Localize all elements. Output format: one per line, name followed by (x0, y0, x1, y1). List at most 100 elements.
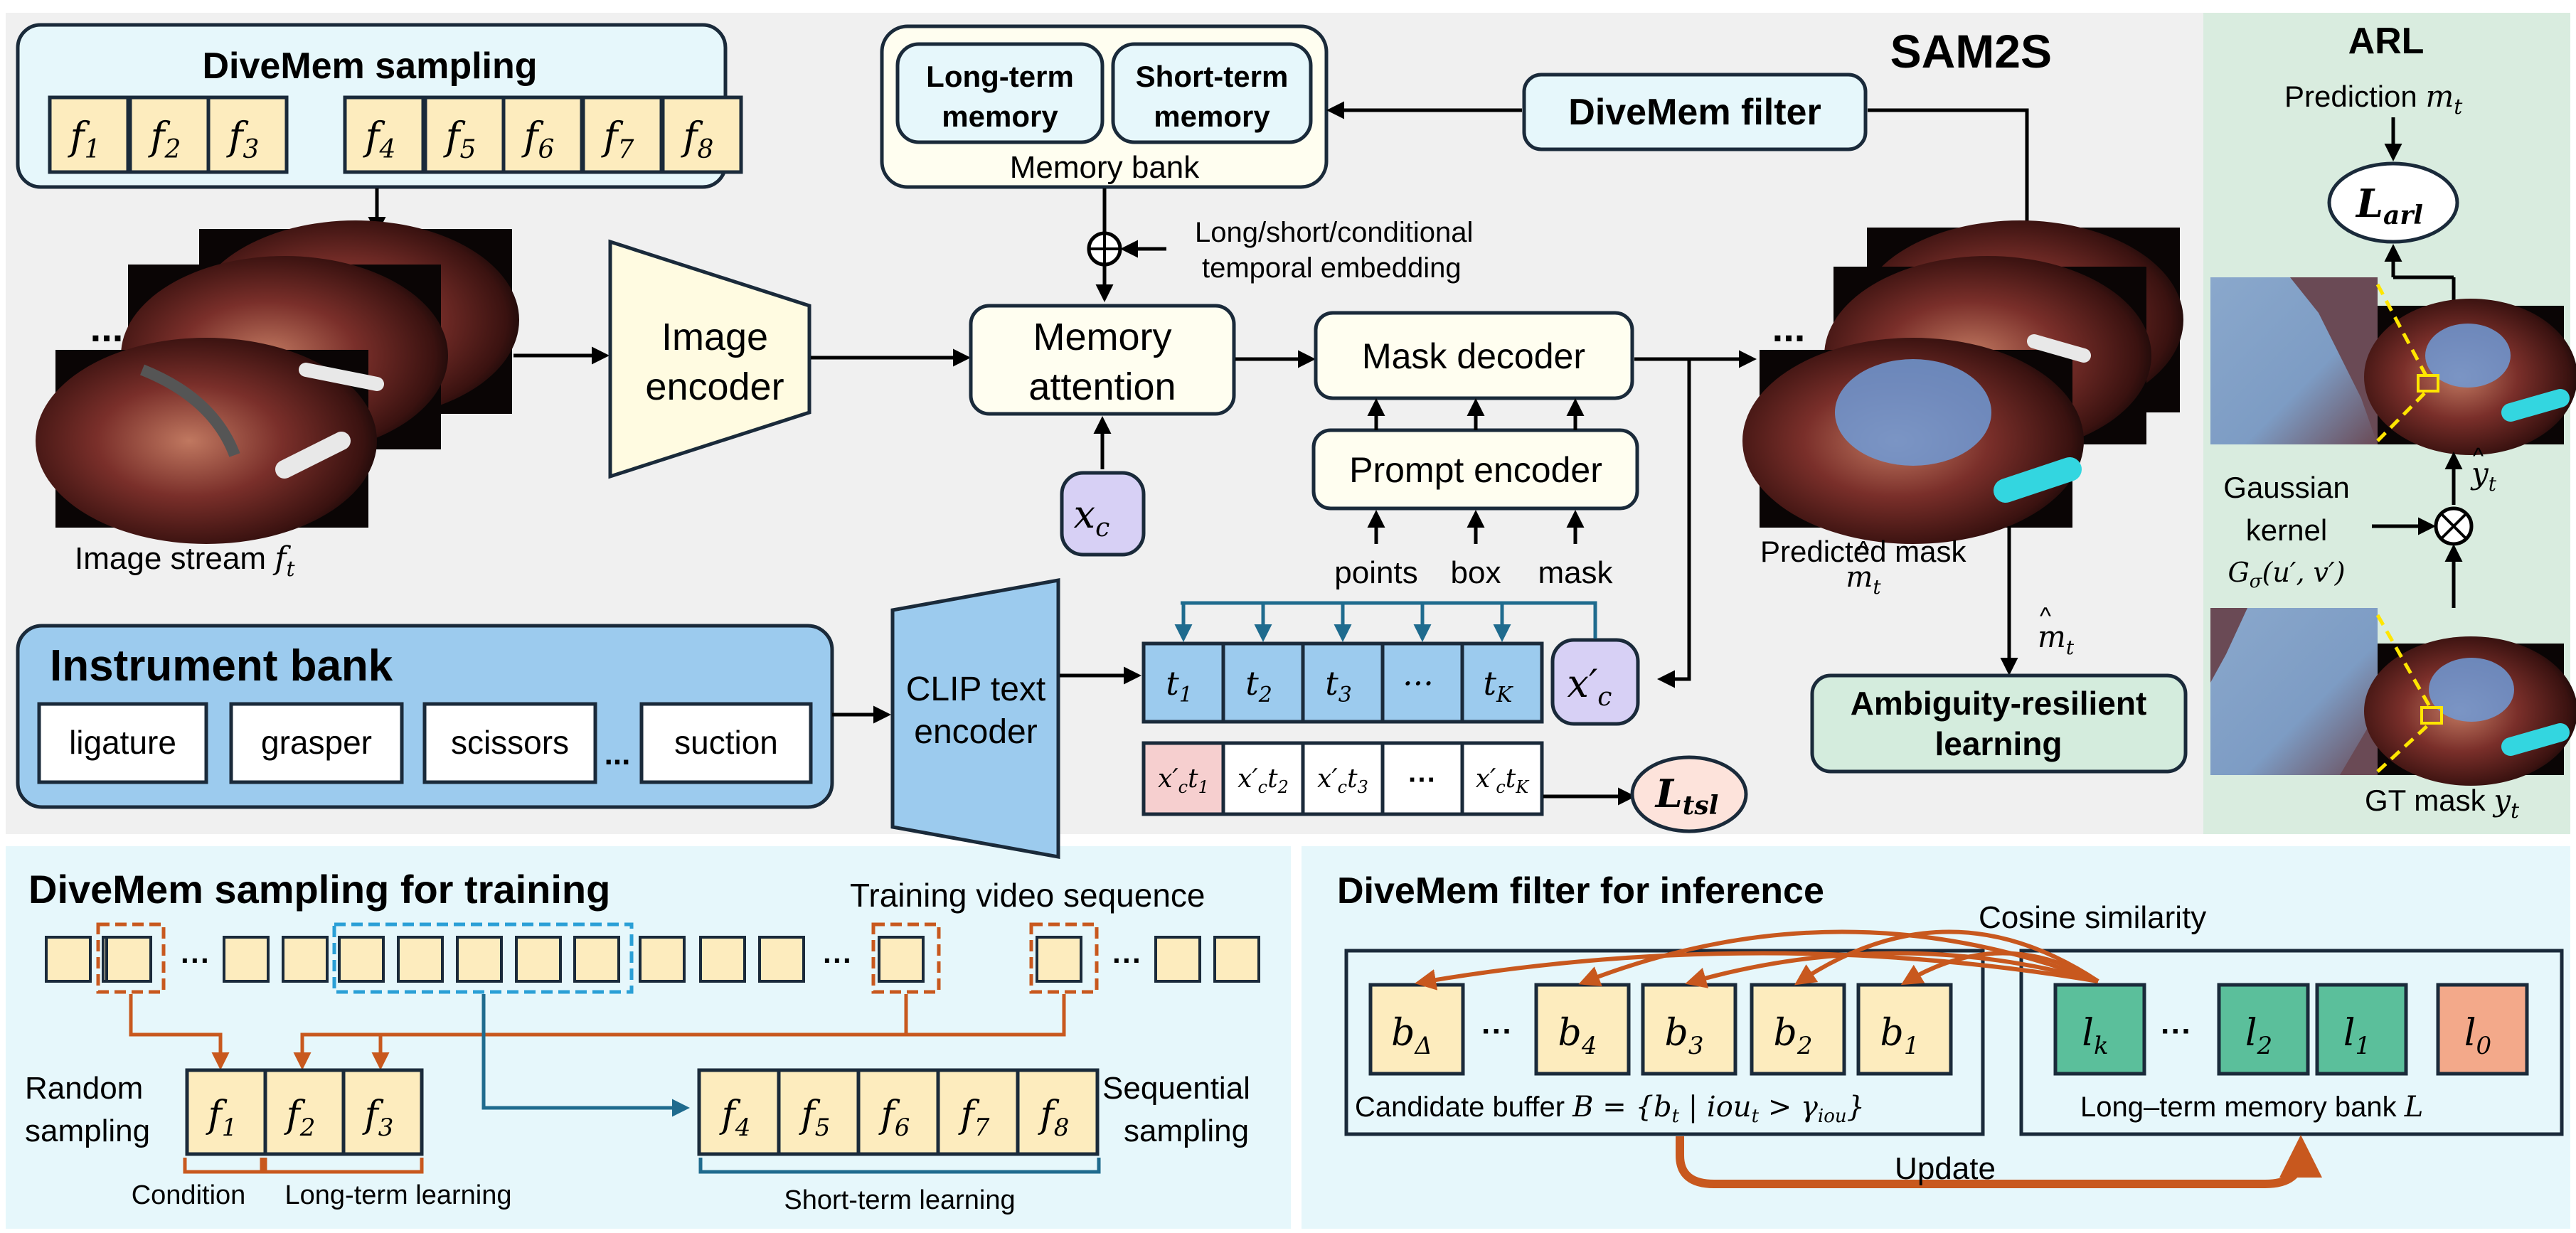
training-frame (341, 1068, 424, 1156)
memory-dots: ··· (2161, 1014, 2192, 1049)
sequence-frame (1036, 936, 1082, 983)
long-term-label-2: memory (942, 100, 1058, 133)
random-select-1 (96, 922, 166, 994)
sampling-frame-label: f4 (363, 114, 396, 164)
divemem-sampling-title: DiveMem sampling (202, 46, 537, 87)
cosine-arc (1415, 951, 2099, 991)
similarity-token-label: ··· (1408, 764, 1437, 796)
prompt-points: points (1334, 555, 1417, 590)
candidate-label: bΔ (1391, 1012, 1432, 1060)
candidate-box (1856, 983, 1953, 1076)
instrument-label: scissors (451, 724, 569, 761)
memory-label: l0 (2464, 1012, 2491, 1060)
sequence-frame (1213, 936, 1260, 983)
seq-dots-3: ··· (1112, 944, 1142, 977)
candidate-label: b4 (1558, 1012, 1597, 1060)
sequence-frame (573, 936, 620, 983)
training-sequence-label: Training video sequence (850, 877, 1205, 914)
cosine-arcs (1415, 929, 2099, 991)
sequence-frame (338, 936, 385, 983)
memory-bank-label: Memory bank (1010, 150, 1201, 185)
sequence-frame (397, 936, 444, 983)
update-arrow (1676, 1135, 2322, 1188)
sampling-frame (343, 95, 425, 174)
arl-box-line2: learning (1935, 725, 2063, 762)
sampling-frame-label: f8 (681, 114, 714, 164)
temporal-embedding-1: Long/short/conditional (1195, 217, 1473, 248)
candidate-dots: ··· (1481, 1014, 1513, 1049)
temporal-embedding-2: temporal embedding (1202, 252, 1462, 284)
long-term-label-1: Long-term (926, 60, 1074, 93)
condition-label: Condition (132, 1180, 246, 1210)
instrument-bank-title: Instrument bank (50, 641, 393, 690)
divemem-filter-box (1522, 73, 1868, 151)
memory-box (2315, 983, 2408, 1076)
sequence-frame (515, 936, 562, 983)
candidate-label: b1 (1880, 1012, 1920, 1060)
similarity-token-label: x′ct2 (1238, 764, 1289, 797)
training-frame (263, 1068, 346, 1156)
prompt-box: box (1451, 555, 1501, 590)
prompt-mask: mask (1538, 555, 1613, 590)
y-hat-caret: ^ (2473, 443, 2484, 469)
l-tsl-node (1630, 755, 1748, 833)
sequence-frame (105, 936, 152, 983)
cosine-arc (1685, 951, 2099, 988)
image-encoder-line1: Image (661, 316, 768, 358)
instrument-label: ligature (69, 724, 176, 761)
long-term-bank-box (2019, 949, 2564, 1136)
short-term-label: Short-term learning (784, 1185, 1015, 1215)
ambiguity-resilient-box (1810, 673, 2188, 774)
candidate-buffer-box (1344, 949, 1985, 1136)
long-term-memory (895, 42, 1105, 144)
m-hat-label: mt (2038, 619, 2075, 659)
prompt-encoder-label: Prompt encoder (1349, 450, 1602, 490)
memory-attention-2: attention (1028, 365, 1176, 408)
random-select-3 (1029, 922, 1099, 994)
mask-decoder-label: Mask decoder (1362, 336, 1585, 376)
short-term-memory (1111, 42, 1313, 144)
text-token-label: t1 (1166, 664, 1193, 708)
long-term-bank-label: Long–term memory bank L (2080, 1091, 2423, 1123)
training-frame-label: f8 (1038, 1094, 1070, 1142)
sequence-frame (758, 936, 805, 983)
memory-attention-box (969, 304, 1236, 416)
instrument-item (639, 702, 813, 784)
candidate-box (1641, 983, 1737, 1076)
sampling-frame (206, 95, 289, 174)
instrument-ellipsis: ... (605, 737, 631, 772)
update-label: Update (1895, 1151, 1996, 1186)
instrument-item (422, 702, 597, 784)
image-encoder-line2: encoder (645, 365, 784, 408)
gaussian-label-2: kernel (2246, 513, 2327, 547)
short-term-label-1: Short-term (1136, 60, 1289, 93)
divemem-filter-label: DiveMem filter (1568, 92, 1821, 133)
instrument-label: grasper (261, 724, 372, 761)
text-token (1301, 641, 1385, 724)
sequence-frame (456, 936, 503, 983)
y-hat-label: yt (2470, 456, 2497, 496)
sampling-frame (661, 95, 743, 174)
gaussian-formula: Gσ(u′, v′) (2228, 557, 2345, 592)
image-stream-stack (36, 220, 519, 544)
sequence-frame (1154, 936, 1201, 983)
cosine-label: Cosine similarity (1979, 900, 2206, 935)
sampling-frame (423, 95, 506, 174)
random-line2: sampling (25, 1114, 150, 1148)
seq-dots-1: ··· (181, 944, 211, 977)
sequential-select (332, 922, 634, 994)
training-frame (1016, 1068, 1100, 1156)
sampling-frame (128, 95, 211, 174)
gaussian-label-1: Gaussian (2223, 471, 2349, 504)
broadcast-arrows (1174, 603, 1511, 642)
text-token-label: t2 (1245, 664, 1272, 708)
candidate-label: b2 (1774, 1012, 1813, 1060)
text-token (1221, 641, 1305, 724)
similarity-token (1380, 741, 1464, 816)
